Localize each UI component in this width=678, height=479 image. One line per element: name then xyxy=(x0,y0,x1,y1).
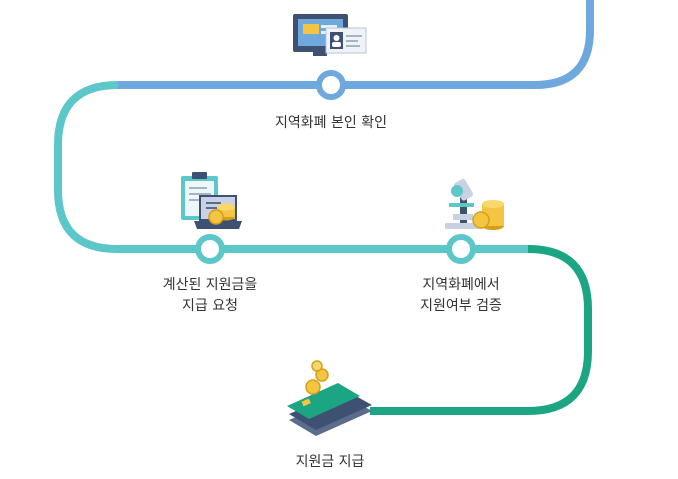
step-label-verify-eligibility: 지역화폐에서 지원여부 검증 xyxy=(420,275,502,317)
step-label-line: 지역화폐에서 xyxy=(422,277,500,293)
microscope-coins-icon xyxy=(445,178,504,230)
clipboard-laptop-coins-icon xyxy=(181,172,242,229)
step-label-line: 지원여부 검증 xyxy=(420,298,502,314)
step-label-line: 지급 요청 xyxy=(182,298,238,314)
step-node-1 xyxy=(316,70,346,100)
path-segment-left-curve xyxy=(54,81,528,253)
path-segment-top xyxy=(114,0,594,89)
step-label-line: 지역화폐 본인 확인 xyxy=(275,115,387,131)
card-coins-icon xyxy=(287,360,372,436)
step-label-identity-check: 지역화폐 본인 확인 xyxy=(275,113,387,134)
monitor-id-card-icon xyxy=(293,14,367,56)
step-label-line: 계산된 지원금을 xyxy=(162,277,258,293)
step-label-request-payment: 계산된 지원금을 지급 요청 xyxy=(163,275,258,317)
path-segment-right-curve xyxy=(370,245,592,415)
step-label-line: 지원금 지급 xyxy=(295,454,365,470)
step-node-3 xyxy=(446,234,476,264)
step-label-payout: 지원금 지급 xyxy=(296,452,365,473)
step-node-2 xyxy=(195,234,225,264)
